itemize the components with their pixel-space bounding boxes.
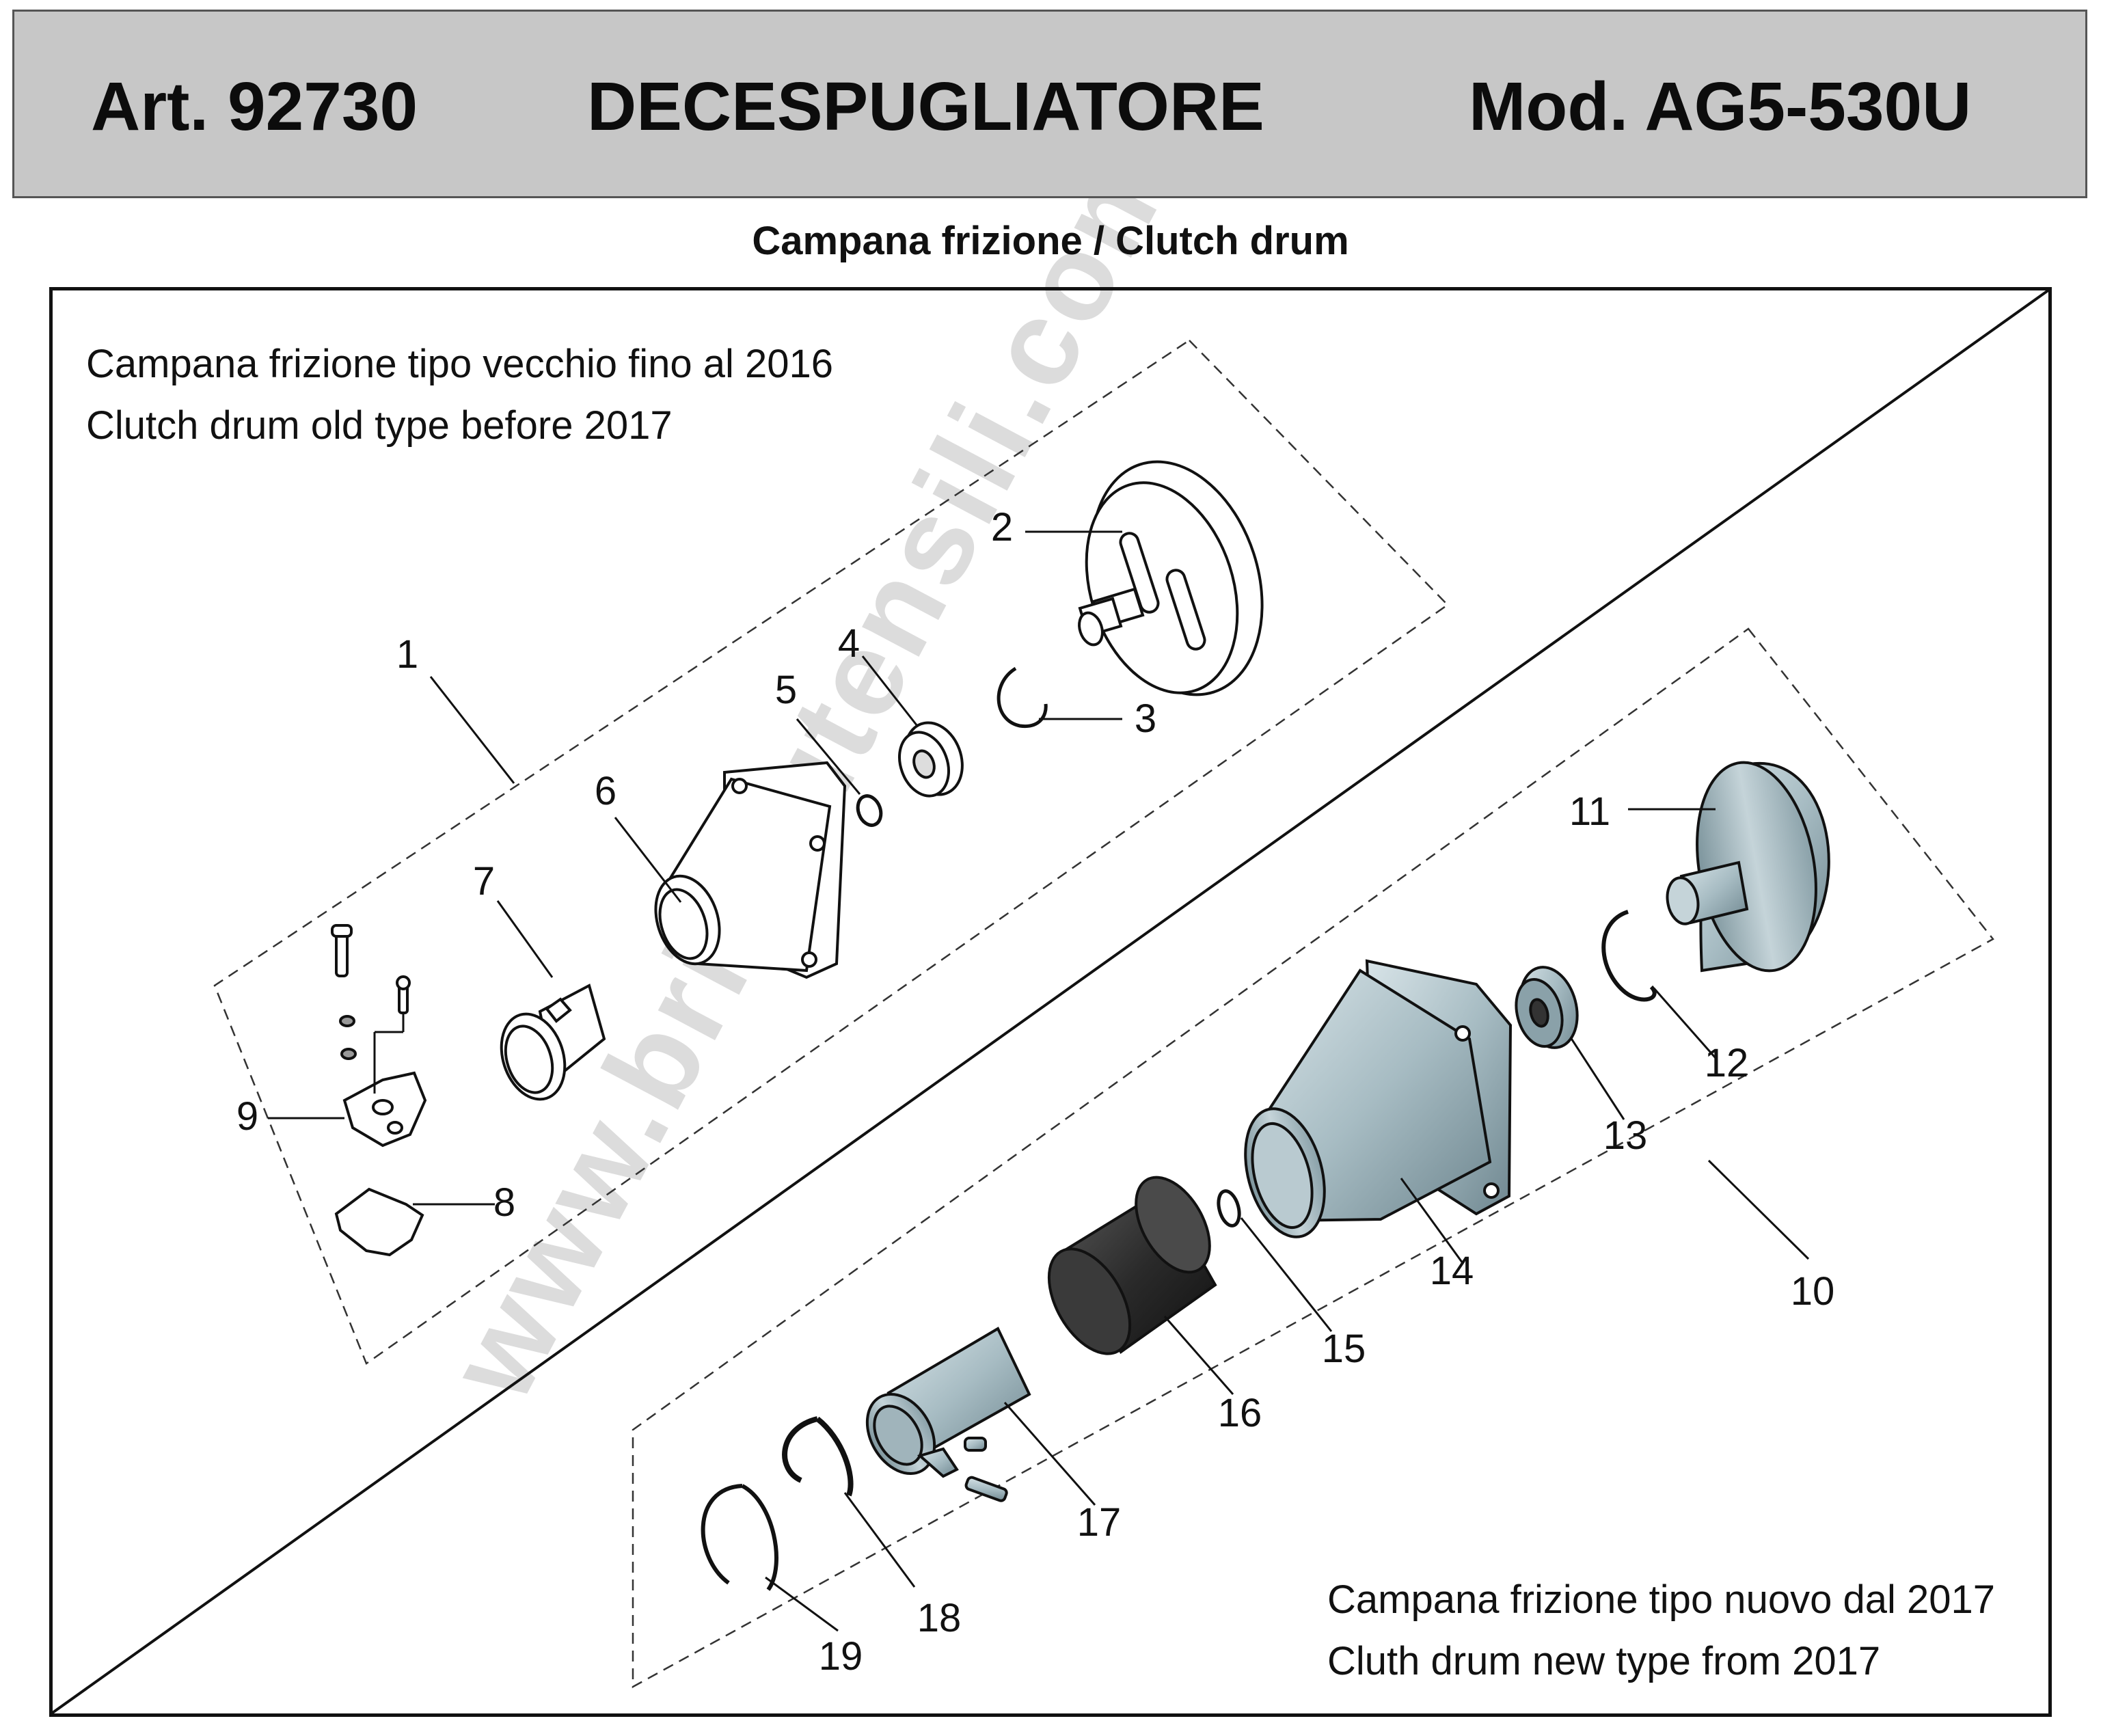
callout-14: 14 bbox=[1429, 1249, 1474, 1293]
section-subtitle: Campana frizione / Clutch drum bbox=[752, 219, 1349, 263]
part-12-circlip bbox=[1601, 910, 1657, 1002]
callout-5: 5 bbox=[774, 668, 798, 712]
callout-19: 19 bbox=[818, 1634, 863, 1679]
part-13-bearing bbox=[1515, 966, 1579, 1049]
callout-2: 2 bbox=[990, 505, 1014, 550]
product-name: DECESPUGLIATORE bbox=[587, 68, 1264, 145]
new-type-group-outline bbox=[632, 627, 1994, 1689]
part-4-bearing bbox=[898, 721, 964, 798]
frame-diagonal bbox=[49, 288, 2050, 1715]
part-14-clutch-housing-new bbox=[1244, 959, 1513, 1238]
old-type-caption-line2: Clutch drum old type before 2017 bbox=[86, 403, 673, 448]
callout-8: 8 bbox=[493, 1180, 516, 1225]
callout-1: 1 bbox=[396, 632, 419, 677]
part-2-clutch-drum-old bbox=[1078, 460, 1264, 696]
old-type-caption: Campana frizione tipo vecchio fino al 20… bbox=[86, 334, 833, 457]
header-bar: Art. 92730 DECESPUGLIATORE Mod. AG5-530U bbox=[12, 10, 2087, 198]
part-15-ring bbox=[1217, 1189, 1241, 1228]
part-9-upper-clamp bbox=[331, 924, 427, 1148]
part-19-circlip bbox=[701, 1484, 778, 1591]
callout-15: 15 bbox=[1321, 1327, 1366, 1371]
callout-10: 10 bbox=[1790, 1269, 1835, 1314]
part-3-circlip bbox=[997, 666, 1048, 729]
callout-18: 18 bbox=[917, 1596, 962, 1640]
callout-7: 7 bbox=[472, 859, 496, 904]
part-7-sleeve bbox=[500, 984, 606, 1101]
part-17-tube-sleeve bbox=[865, 1327, 1031, 1502]
new-type-caption-line1: Campana frizione tipo nuovo dal 2017 bbox=[1327, 1577, 1995, 1622]
callout-16: 16 bbox=[1217, 1391, 1262, 1435]
callout-17: 17 bbox=[1076, 1500, 1122, 1545]
part-8-lower-clamp bbox=[334, 1187, 424, 1257]
callout-11: 11 bbox=[1569, 789, 1611, 834]
part-18-circlip bbox=[782, 1416, 854, 1497]
callout-9: 9 bbox=[236, 1094, 259, 1139]
callout-12: 12 bbox=[1704, 1041, 1749, 1085]
part-11-clutch-drum-new bbox=[1666, 761, 1830, 973]
part-5-ring bbox=[856, 794, 883, 827]
leader-lines bbox=[268, 530, 1810, 1632]
old-type-caption-line1: Campana frizione tipo vecchio fino al 20… bbox=[86, 342, 833, 386]
callout-3: 3 bbox=[1134, 696, 1157, 741]
model-number: Mod. AG5-530U bbox=[1469, 68, 1972, 145]
new-type-caption: Campana frizione tipo nuovo dal 2017 Clu… bbox=[1327, 1569, 1995, 1692]
callout-4: 4 bbox=[837, 621, 860, 666]
article-number: Art. 92730 bbox=[91, 68, 418, 145]
part-16-rubber-damper bbox=[1047, 1176, 1217, 1355]
diagram-frame bbox=[49, 287, 2052, 1717]
old-type-group-outline bbox=[213, 339, 1449, 1365]
part-6-clutch-housing-old bbox=[654, 761, 847, 979]
callout-13: 13 bbox=[1603, 1113, 1648, 1158]
callout-6: 6 bbox=[594, 769, 617, 813]
new-type-caption-line2: Cluth drum new type from 2017 bbox=[1327, 1639, 1881, 1683]
